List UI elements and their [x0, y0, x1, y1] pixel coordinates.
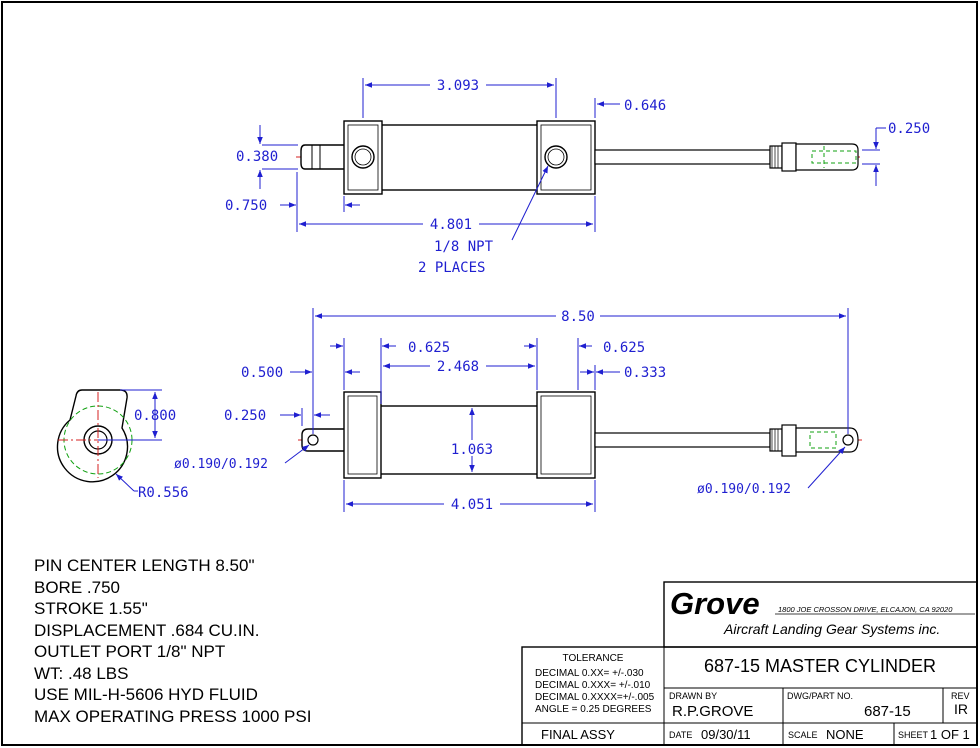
tolerance-line: DECIMAL 0.XX= +/-.030 [535, 668, 644, 679]
company-address: 1800 JOE CROSSON DRIVE, ELCAJON, CA 9202… [778, 605, 953, 614]
scale-label: SCALE [788, 730, 818, 740]
note-line: WT: .48 LBS [34, 664, 128, 683]
top-rod [594, 149, 771, 165]
note-line: USE MIL-H-5606 HYD FLUID [34, 685, 258, 704]
dim-top-4801: 4.801 [430, 217, 472, 233]
side-view: 8.50 0.625 0.625 2.468 0.500 0.333 0.250 [174, 307, 862, 513]
note-line: BORE .750 [34, 578, 120, 597]
sheet-value: 1 OF 1 [930, 727, 970, 742]
dim-side-0500: 0.500 [241, 365, 283, 381]
top-body [380, 124, 539, 191]
note-line: STROKE 1.55" [34, 599, 148, 618]
dwg-label: DWG/PART NO. [787, 691, 853, 701]
note-line: MAX OPERATING PRESS 1000 PSI [34, 707, 311, 726]
assy-value: FINAL ASSY [541, 727, 615, 742]
dim-side-0250: 0.250 [224, 408, 266, 424]
dim-end-0800: 0.800 [134, 408, 176, 424]
end-view: 0.800 R0.556 [56, 389, 189, 501]
dim-side-4051: 4.051 [451, 497, 493, 513]
side-rod [594, 432, 771, 448]
dim-side-1063: 1.063 [451, 442, 493, 458]
dim-side-0625-left: 0.625 [408, 340, 450, 356]
note-line: DISPLACEMENT .684 CU.IN. [34, 621, 259, 640]
dim-side-0625-right: 0.625 [603, 340, 645, 356]
drawing-title: 687-15 MASTER CYLINDER [704, 656, 936, 676]
sheet-label: SHEET [898, 730, 929, 740]
side-flange-right [536, 391, 596, 479]
port-note-line1: 1/8 NPT [434, 239, 494, 255]
side-flange-left [343, 391, 382, 479]
drawn-by-value: R.P.GROVE [672, 703, 753, 720]
tolerance-title: TOLERANCE [563, 653, 624, 664]
spec-notes: PIN CENTER LENGTH 8.50" BORE .750 STROKE… [34, 556, 311, 726]
dim-top-0646: 0.646 [624, 98, 666, 114]
note-line: PIN CENTER LENGTH 8.50" [34, 556, 254, 575]
company-division: Aircraft Landing Gear Systems inc. [723, 621, 940, 637]
dim-side-hole-left: ø0.190/0.192 [174, 457, 268, 472]
dim-side-0333: 0.333 [624, 365, 666, 381]
dim-top-0250: 0.250 [888, 121, 930, 137]
tolerance-line: DECIMAL 0.XXX= +/-.010 [535, 680, 651, 691]
tolerance-line: DECIMAL 0.XXXX=+/-.005 [535, 692, 655, 703]
dim-top-0380: 0.380 [236, 149, 278, 165]
title-block-text: Grove 1800 JOE CROSSON DRIVE, ELCAJON, C… [535, 586, 975, 742]
date-label: DATE [669, 730, 692, 740]
note-line: OUTLET PORT 1/8" NPT [34, 642, 225, 661]
top-jam-nut [781, 142, 797, 172]
company-logo: Grove [670, 586, 760, 621]
side-clevis [795, 427, 859, 453]
scale-value: NONE [826, 727, 864, 742]
top-view: 3.093 0.646 0.250 0.380 0.750 4.801 1/8 … [225, 76, 930, 276]
title-block [521, 581, 978, 746]
dim-side-hole-right: ø0.190/0.192 [697, 482, 791, 497]
port-note-line2: 2 PLACES [418, 260, 485, 276]
dim-end-radius: R0.556 [138, 485, 189, 501]
rev-label: REV [951, 691, 970, 701]
dim-side-850: 8.50 [561, 309, 595, 325]
dim-top-0750: 0.750 [225, 198, 267, 214]
drawn-by-label: DRAWN BY [669, 691, 717, 701]
dim-side-2468: 2.468 [437, 359, 479, 375]
top-left-nipple [300, 144, 345, 170]
rev-value: IR [954, 701, 968, 717]
top-clevis [795, 143, 859, 171]
dim-top-3093: 3.093 [437, 78, 479, 94]
side-jam-nut [781, 424, 797, 457]
dwg-value: 687-15 [864, 703, 911, 720]
tolerance-line: ANGLE = 0.25 DEGREES [535, 704, 652, 715]
date-value: 09/30/11 [701, 727, 751, 742]
